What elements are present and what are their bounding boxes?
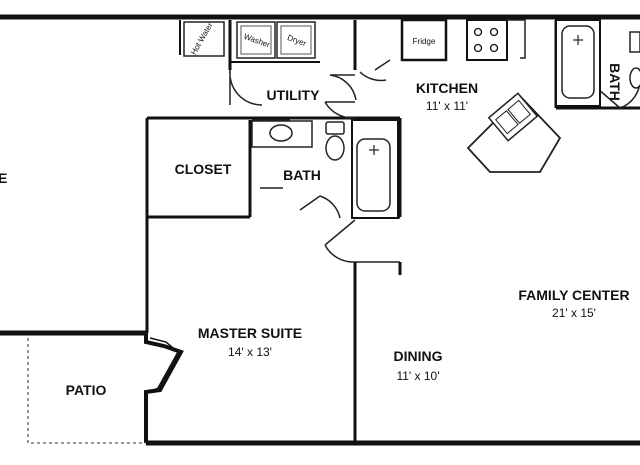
dining-size: 11' x 10': [396, 369, 439, 383]
kitchen-size: 11' x 11': [426, 99, 468, 113]
master-bath-label: BATH: [283, 167, 321, 183]
family-center-label-group: FAMILY CENTER 21' x 15': [518, 287, 629, 320]
kitchen-label-group: KITCHEN 11' x 11': [416, 80, 478, 113]
bathtub-icon: [351, 119, 399, 219]
washer-icon: Washer: [236, 21, 276, 59]
fridge-label: Fridge: [413, 37, 436, 46]
family-center-size: 21' x 15': [552, 306, 596, 320]
hot-water-heater-icon: Hot Water: [183, 21, 225, 57]
patio-label: PATIO: [66, 382, 107, 398]
utility-label: UTILITY: [267, 87, 321, 103]
dining-label-group: DINING 11' x 10': [394, 348, 443, 383]
master-suite-label-group: MASTER SUITE 14' x 13': [198, 325, 302, 359]
hall-bath-label: BATH: [607, 63, 623, 101]
hall-toilet-icon: [629, 31, 640, 89]
master-suite-label: MASTER SUITE: [198, 325, 302, 341]
patio-outline: [27, 338, 146, 444]
fridge-icon: Fridge: [400, 18, 448, 62]
toilet-icon: [325, 121, 345, 161]
kitchen-label: KITCHEN: [416, 80, 478, 96]
family-center-label: FAMILY CENTER: [518, 287, 629, 303]
interior-walls: [145, 20, 640, 443]
exterior-walls: [0, 14, 640, 446]
stove-icon: [466, 19, 508, 61]
kitchen-counter-right: [507, 19, 526, 59]
kitchen-sink-icon: [487, 92, 539, 142]
master-suite-size: 14' x 13': [228, 345, 272, 359]
hall-bathtub-icon: [555, 19, 601, 107]
dryer-icon: Dryer: [276, 21, 316, 59]
left-room-label-fragment: E: [0, 170, 7, 186]
dining-label: DINING: [394, 348, 443, 364]
closet-label: CLOSET: [175, 161, 232, 177]
bathroom-sink-icon: [251, 120, 313, 148]
